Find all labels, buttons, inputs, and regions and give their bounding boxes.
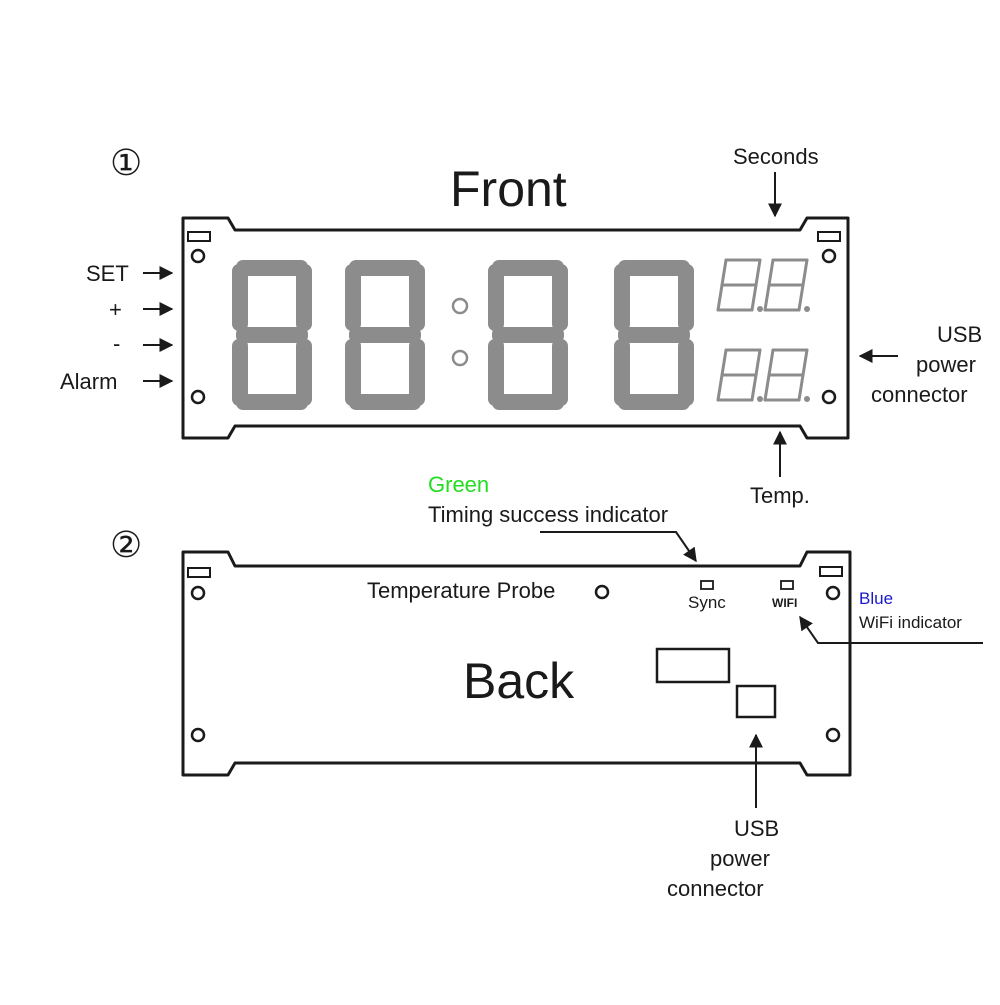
- front-slot-right: [817, 231, 841, 242]
- back-slot-left: [187, 567, 211, 578]
- seconds-label: Seconds: [733, 144, 819, 169]
- back-screw-hole: [190, 727, 206, 743]
- seven-segment-bar: [296, 264, 312, 331]
- colon-dot-upper: [451, 297, 469, 315]
- back-usb-label-line1: USB: [734, 816, 780, 841]
- seven-segment-outline: [801, 348, 809, 377]
- seven-segment-outline: [716, 283, 724, 312]
- back-screw-hole: [825, 727, 841, 743]
- back-usb-label-line2: power: [710, 846, 770, 871]
- seven-segment-outline: [797, 283, 805, 312]
- decimal-point: [804, 306, 810, 312]
- seven-segment-bar: [232, 339, 248, 406]
- back-rect-connector: [655, 647, 731, 684]
- seven-segment-bar: [552, 339, 568, 406]
- seven-segment-bar: [345, 339, 361, 406]
- wifi-indicator-label: WiFi indicator: [859, 613, 962, 632]
- front-usb-label-line3: connector: [871, 382, 968, 407]
- arrow-wifi-indicator: [799, 615, 983, 644]
- seven-segment-bar: [552, 264, 568, 331]
- wifi-mark-label: WIFI: [772, 596, 798, 610]
- front-screw-hole: [190, 248, 206, 264]
- decimal-point: [804, 396, 810, 402]
- front-panel: [181, 216, 850, 440]
- seven-segment-bar: [492, 394, 564, 410]
- seven-segment-bar: [488, 339, 504, 406]
- seven-segment-bar: [236, 260, 308, 276]
- seven-segment-outline: [720, 258, 728, 287]
- minus-button-label: -: [113, 331, 121, 356]
- colon-dot-lower: [451, 349, 469, 367]
- seven-segment-bar: [236, 327, 308, 343]
- seven-segment-bar: [345, 264, 361, 331]
- seven-segment-bar: [488, 264, 504, 331]
- timing-success-label: Timing success indicator: [428, 502, 669, 527]
- alarm-button-label: Alarm: [60, 369, 118, 394]
- seven-segment-bar: [409, 339, 425, 406]
- seven-segment-bar: [618, 260, 690, 276]
- seven-segment-outline: [797, 373, 805, 402]
- front-usb-label-line2: power: [916, 352, 976, 377]
- plus-button-label: +: [109, 297, 122, 322]
- back-title: Back: [463, 653, 575, 709]
- seven-segment-bar: [614, 264, 630, 331]
- seven-segment-bar: [296, 339, 312, 406]
- seven-segment-bar: [232, 264, 248, 331]
- seven-segment-bar: [678, 264, 694, 331]
- seven-segment-outline: [754, 348, 762, 377]
- seven-segment-bar: [492, 260, 564, 276]
- seven-segment-outline: [767, 348, 775, 377]
- front-screw-hole: [190, 389, 206, 405]
- wifi-led: [780, 580, 794, 590]
- seven-segment-outline: [750, 373, 758, 402]
- temperature-probe-hole: [594, 584, 610, 600]
- seven-segment-outline: [720, 348, 728, 377]
- section-number-front: ①: [110, 143, 143, 184]
- seven-segment-outline: [801, 258, 809, 287]
- blue-label: Blue: [859, 589, 894, 608]
- seven-segment-bar: [678, 339, 694, 406]
- decimal-point: [757, 306, 763, 312]
- back-screw-hole: [825, 585, 841, 601]
- seven-segment-outline: [763, 373, 771, 402]
- back-slot-right: [819, 566, 843, 577]
- front-title: Front: [450, 161, 567, 217]
- sync-led: [700, 580, 714, 590]
- seven-segment-outline: [750, 283, 758, 312]
- temp-label: Temp.: [750, 483, 810, 508]
- seven-segment-bar: [409, 264, 425, 331]
- seven-segment-bar: [236, 394, 308, 410]
- back-usb-label-line3: connector: [667, 876, 764, 901]
- set-button-label: SET: [86, 261, 129, 286]
- seven-segment-outline: [716, 373, 724, 402]
- seven-segment-bar: [349, 327, 421, 343]
- back-panel: [181, 550, 852, 777]
- back-screw-hole: [190, 585, 206, 601]
- seven-segment-bar: [349, 394, 421, 410]
- green-label: Green: [428, 472, 490, 497]
- front-screw-hole: [821, 248, 837, 264]
- sync-label: Sync: [688, 593, 726, 612]
- usb-port-back: [735, 684, 777, 719]
- seven-segment-bar: [492, 327, 564, 343]
- seven-segment-bar: [349, 260, 421, 276]
- seven-segment-bar: [618, 327, 690, 343]
- arrow-timing-success: [540, 531, 697, 563]
- seven-segment-outline: [754, 258, 762, 287]
- section-number-back: ②: [110, 525, 143, 566]
- seven-segment-outline: [767, 258, 775, 287]
- seven-segment-outline: [763, 283, 771, 312]
- front-usb-label-line1: USB: [937, 322, 983, 347]
- back-panel-outline: [181, 550, 852, 777]
- seven-segment-bar: [614, 339, 630, 406]
- temperature-probe-label: Temperature Probe: [367, 578, 556, 603]
- front-screw-hole: [821, 389, 837, 405]
- seven-segment-bar: [618, 394, 690, 410]
- front-slot-left: [187, 231, 211, 242]
- decimal-point: [757, 396, 763, 402]
